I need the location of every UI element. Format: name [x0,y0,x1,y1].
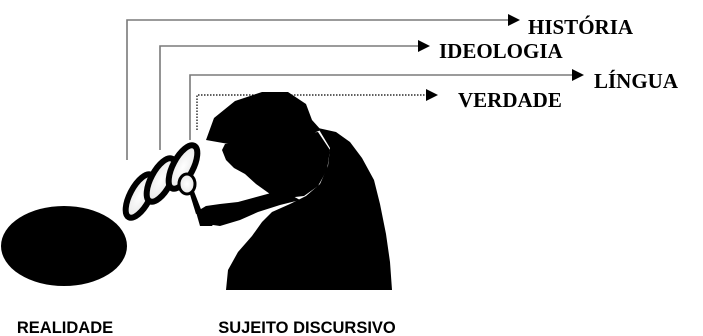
arrowhead-historia [508,14,520,26]
connector-historia [126,19,508,160]
reality-ellipse-icon [1,206,127,286]
arrowhead-lingua [572,69,584,81]
connector-ideologia [159,45,418,150]
detective-silhouette-icon [188,92,392,290]
connector-lingua [189,74,572,140]
arrowhead-ideologia [418,40,430,52]
label-ideologia: IDEOLOGIA [439,39,564,63]
label-sujeito-discursivo: SUJEITO DISCURSIVO [218,319,396,336]
magnifier-lens-icon [122,142,201,221]
label-historia: HISTÓRIA [528,15,634,39]
held-magnifier-icon [177,172,197,196]
label-realidade: REALIDADE [17,319,113,336]
label-verdade: VERDADE [458,88,562,112]
label-lingua: LÍNGUA [594,69,679,93]
arrowhead-verdade [426,89,438,101]
